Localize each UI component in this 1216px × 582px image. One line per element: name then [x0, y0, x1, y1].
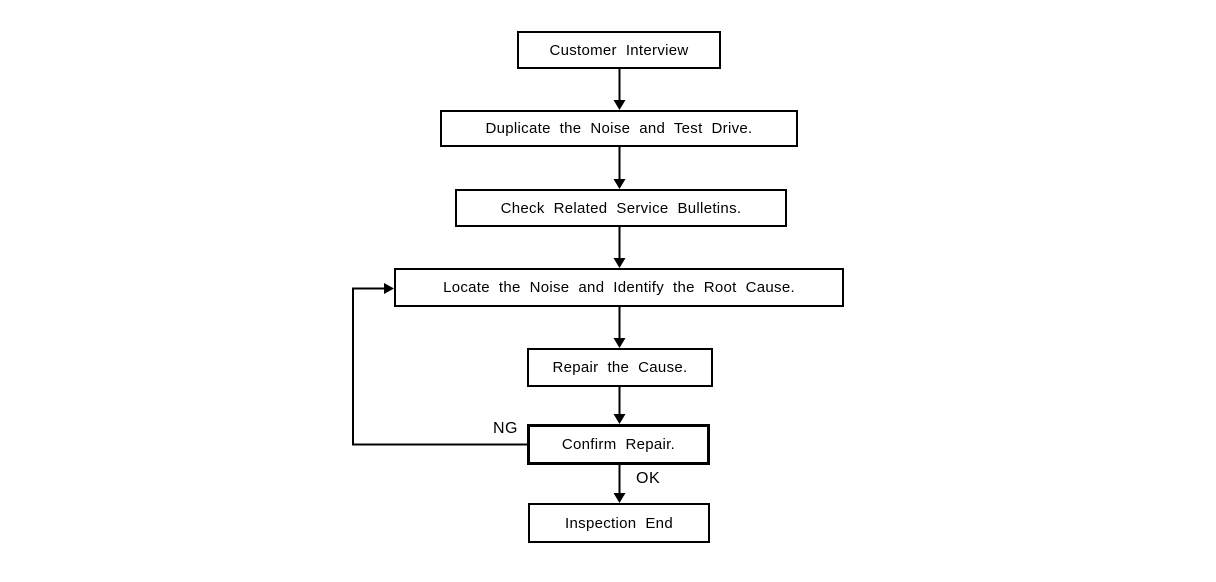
arrow-confirm-to-end [613, 465, 626, 503]
arrow-ng-feedback-loop [352, 283, 527, 446]
node-inspection-end: Inspection End [528, 503, 710, 543]
node-confirm-repair: Confirm Repair. [527, 424, 710, 465]
edge-label-ng: NG [493, 420, 518, 437]
node-label: Confirm Repair. [561, 436, 676, 453]
node-duplicate-noise-test-drive: Duplicate the Noise and Test Drive. [440, 110, 798, 147]
arrow-customer-to-duplicate [613, 69, 626, 110]
node-label: Locate the Noise and Identify the Root C… [443, 279, 795, 296]
node-customer-interview: Customer Interview [517, 31, 721, 69]
arrow-duplicate-to-check [613, 147, 626, 189]
node-label: Inspection End [565, 514, 673, 532]
arrow-locate-to-repair [613, 307, 626, 348]
node-label: Check Related Service Bulletins. [500, 199, 742, 217]
arrow-check-to-locate [613, 227, 626, 268]
node-check-service-bulletins: Check Related Service Bulletins. [455, 189, 787, 227]
node-label: Customer Interview [549, 41, 689, 59]
node-label: Duplicate the Noise and Test Drive. [485, 120, 753, 137]
node-locate-noise-root-cause: Locate the Noise and Identify the Root C… [394, 268, 844, 307]
edge-label-ok: OK [636, 470, 661, 487]
arrow-repair-to-confirm [613, 387, 626, 424]
node-repair-the-cause: Repair the Cause. [527, 348, 713, 387]
node-label: Repair the Cause. [552, 359, 688, 376]
